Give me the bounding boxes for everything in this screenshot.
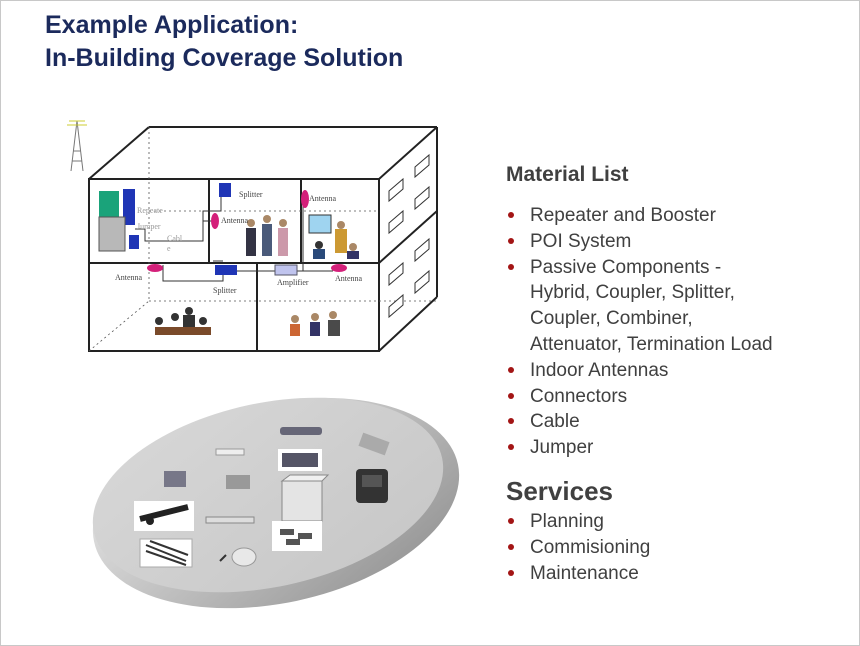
label-antenna-mid: Antenna: [221, 216, 249, 225]
meeting-room-top-icon: [308, 214, 359, 259]
services-heading: Services: [506, 475, 613, 506]
jumper-box: [129, 235, 139, 249]
slide-title: Example Application: In-Building Coverag…: [45, 9, 403, 75]
list-item: Indoor Antennas: [506, 358, 846, 384]
amplifier-box: [274, 264, 298, 276]
bullet-icon: [508, 543, 514, 550]
label-antenna-right: Antenna: [335, 274, 363, 283]
label-repeater: Repeate: [137, 206, 163, 215]
tower-icon: [67, 120, 87, 172]
bullet-icon: [508, 392, 514, 399]
material-list-heading: Material List: [506, 163, 629, 186]
list-item: POI System: [506, 229, 846, 255]
lounge-people-icon: [290, 311, 340, 336]
bullet-icon: [508, 418, 514, 425]
splitter-module-icon: [278, 449, 322, 471]
antenna-icon: [331, 264, 347, 272]
services-list: Planning Commisioning Maintenance: [506, 509, 846, 586]
repeater-unit-icon: [280, 474, 330, 522]
building-diagram: Splitter Antenna Repeate Jumper Antenna …: [67, 120, 438, 352]
label-splitter-bottom: Splitter: [213, 286, 237, 295]
bullet-icon: [508, 366, 514, 373]
cable-bundle-icon: [139, 538, 193, 568]
booster-icon: [356, 469, 388, 503]
hybrid-icon: [358, 432, 390, 456]
label-antenna-left: Antenna: [115, 273, 143, 282]
jumper-connectors-icon: [272, 521, 322, 551]
bullet-icon: [508, 569, 514, 576]
bullet-icon: [508, 263, 514, 270]
label-splitter-top: Splitter: [239, 190, 263, 199]
content-column: Material List Repeater and Booster POI S…: [506, 161, 846, 586]
list-item: Maintenance: [506, 561, 846, 587]
list-item: Jumper: [506, 435, 846, 461]
list-item: Passive Components - Hybrid, Coupler, Sp…: [506, 255, 846, 358]
list-item: Commisioning: [506, 535, 846, 561]
label-jumper: Jumper: [137, 222, 161, 231]
repeater-teal-box: [99, 191, 119, 217]
splitter-top-box: [219, 183, 231, 197]
list-item: Repeater and Booster: [506, 203, 846, 229]
termination-load-icon: [205, 516, 255, 524]
office-people-icon: [246, 215, 288, 256]
antenna-icon: [147, 264, 163, 272]
antenna-icon: [211, 213, 219, 229]
label-cable-e: e: [167, 244, 171, 253]
label-amplifier: Amplifier: [277, 278, 309, 287]
bullet-icon: [508, 517, 514, 524]
combiner-icon: [164, 471, 186, 487]
connector-icon: [215, 448, 245, 456]
antenna-icon: [301, 190, 309, 208]
label-cable: Cabl: [167, 234, 183, 243]
title-line-2: In-Building Coverage Solution: [45, 44, 404, 72]
list-item: Cable: [506, 409, 846, 435]
title-line-1: Example Application:: [45, 11, 299, 39]
booster-box: [98, 216, 126, 252]
bullet-icon: [508, 212, 514, 218]
components-platter: [92, 397, 460, 609]
label-antenna-top-right: Antenna: [309, 194, 337, 203]
bullet-icon: [508, 444, 514, 451]
splitter-bottom-box: [215, 265, 237, 275]
bullet-icon: [508, 237, 514, 244]
coupler-icon: [280, 427, 322, 435]
cable-roll-icon: [134, 501, 194, 531]
material-list: Repeater and Booster POI System Passive …: [506, 203, 846, 461]
list-item: Planning: [506, 509, 846, 535]
list-item: Connectors: [506, 384, 846, 410]
indoor-antenna-icon: [219, 547, 257, 567]
repeater-unit: [123, 189, 135, 225]
conference-room-icon: [155, 307, 211, 335]
building-front: [88, 178, 380, 352]
attenuator-icon: [226, 475, 250, 489]
